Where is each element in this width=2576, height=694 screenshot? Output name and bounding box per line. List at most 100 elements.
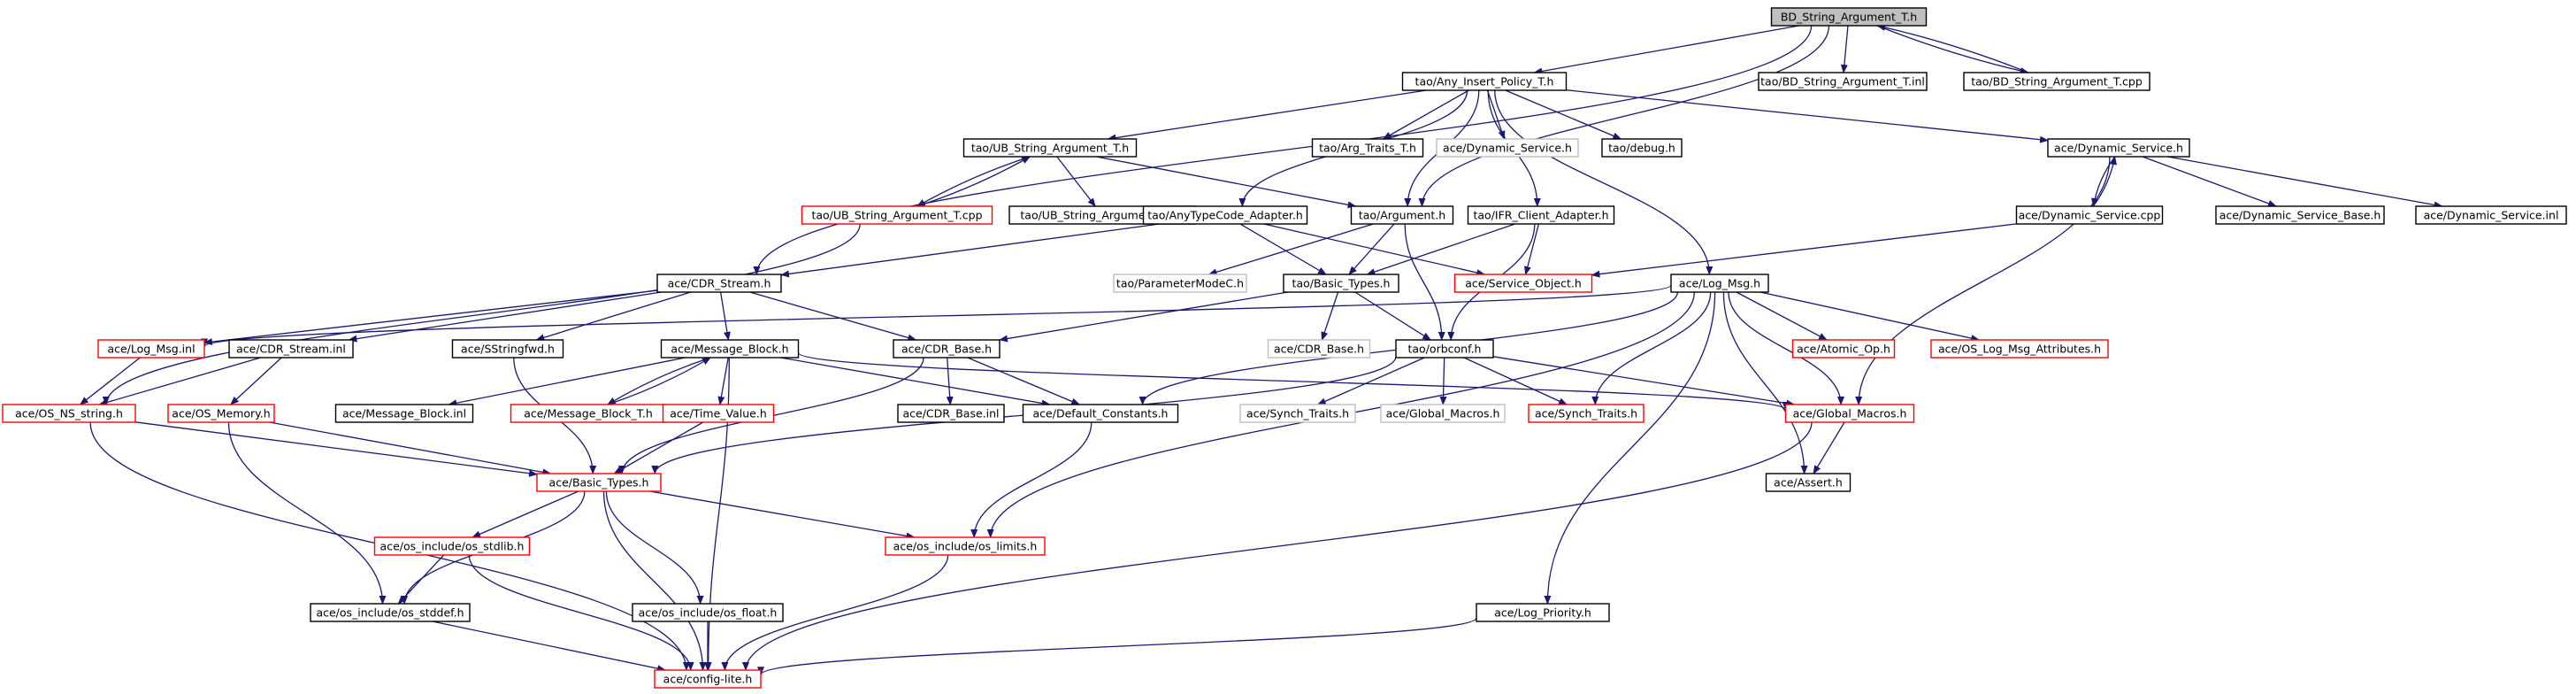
file-node-synchtrgray[interactable]: ace/Synch_Traits.h (1239, 404, 1356, 423)
node-box (1784, 404, 1915, 423)
file-node-cdrbasegray[interactable]: ace/CDR_Base.h (1267, 339, 1371, 359)
file-node-logprio[interactable]: ace/Log_Priority.h (1476, 603, 1610, 622)
file-node-config[interactable]: ace/config-lite.h (654, 669, 762, 689)
edge-stdlib-to-config (468, 554, 694, 671)
edge-line (348, 291, 662, 343)
file-node-assert[interactable]: ace/Assert.h (1765, 473, 1852, 492)
file-node-float[interactable]: ace/os_include/os_float.h (632, 603, 784, 622)
edge-logmsg-to-assert (1722, 291, 1808, 474)
file-node-dynsvcgray[interactable]: ace/Dynamic_Service.h (1436, 138, 1579, 158)
node-label: ace/Synch_Traits.h (1246, 407, 1349, 420)
node-box (654, 669, 762, 689)
edge-line (230, 357, 282, 405)
file-node-msgblockt[interactable]: ace/Message_Block_T.h (510, 404, 667, 423)
file-node-sstringfwd[interactable]: ace/SStringfwd.h (451, 339, 564, 359)
node-box (373, 536, 531, 556)
file-node-dynsvcbase[interactable]: ace/Dynamic_Service_Base.h (2215, 205, 2385, 225)
edge-line (98, 357, 261, 406)
file-node-cdrstreaminl[interactable]: ace/CDR_Stream.inl (228, 339, 354, 359)
node-label: ace/Synch_Traits.h (1535, 407, 1637, 420)
file-node-debug[interactable]: tao/debug.h (1601, 138, 1683, 158)
file-node-svcobj[interactable]: ace/Service_Object.h (1453, 274, 1593, 293)
file-node-anytc[interactable]: tao/AnyTypeCode_Adapter.h (1142, 205, 1308, 225)
node-label: ace/Basic_Types.h (549, 476, 649, 490)
edge-line (79, 357, 141, 405)
edge-msgblock-to-msgblockinl (448, 357, 686, 407)
file-node-osns[interactable]: ace/OS_NS_string.h (2, 404, 136, 423)
edge-acebasic-to-float (605, 490, 704, 605)
node-box (632, 603, 784, 622)
file-node-anyins[interactable]: tao/Any_Insert_Policy_T.h (1401, 72, 1568, 91)
file-node-ubh[interactable]: tao/UB_String_Argument_T.h (962, 138, 1138, 158)
file-node-ifr[interactable]: tao/IFR_Client_Adapter.h (1467, 205, 1615, 225)
file-node-ubcpp[interactable]: tao/UB_String_Argument_T.cpp (801, 205, 993, 225)
file-node-msgblockinl[interactable]: ace/Message_Block.inl (334, 404, 474, 423)
node-box (2215, 205, 2385, 225)
edge-ubh-to-argument (1096, 156, 1357, 209)
node-label: ace/CDR_Stream.h (668, 277, 771, 290)
edge-line (717, 357, 729, 405)
node-box (1963, 72, 2150, 91)
edge-line (1263, 223, 1486, 276)
edge-line (602, 490, 707, 671)
node-label: ace/Log_Priority.h (1494, 606, 1591, 620)
node-label: ace/os_include/os_stddef.h (316, 606, 464, 620)
file-node-taobasic[interactable]: tao/Basic_Types.h (1283, 274, 1399, 293)
node-label: ace/config-lite.h (663, 673, 753, 686)
file-node-bdcpp[interactable]: tao/BD_String_Argument_T.cpp (1963, 72, 2150, 91)
file-node-argument[interactable]: tao/Argument.h (1350, 205, 1454, 225)
edge-ubcpp-to-osns (102, 223, 861, 405)
file-node-osmem[interactable]: ace/OS_Memory.h (167, 404, 275, 423)
file-node-dynsvccpp[interactable]: ace/Dynamic_Service.cpp (2015, 205, 2164, 225)
file-node-synchtr[interactable]: ace/Synch_Traits.h (1528, 404, 1644, 423)
file-node-logmsginl[interactable]: ace/Log_Msg.inl (97, 339, 205, 359)
node-box (167, 404, 275, 423)
edge-osmem-to-acebasic (269, 421, 552, 476)
file-node-oslogattr[interactable]: ace/OS_Log_Msg_Attributes.h (1930, 339, 2109, 359)
file-node-msgblock[interactable]: ace/Message_Block.h (660, 339, 800, 359)
edge-line (2142, 156, 2277, 207)
edge-cdrbase-to-defconst (967, 357, 1081, 405)
file-node-atomic[interactable]: ace/Atomic_Op.h (1791, 339, 1896, 359)
edge-line (916, 156, 1031, 207)
node-box (451, 339, 564, 359)
node-label: tao/Arg_Traits_T.h (1319, 142, 1416, 155)
node-box (1758, 72, 1928, 91)
edge-taobasic-to-orbconf (1354, 291, 1432, 341)
file-node-limits[interactable]: ace/os_include/os_limits.h (885, 536, 1046, 556)
edge-logmsg-to-atomic (1736, 291, 1828, 341)
file-node-acebasic[interactable]: ace/Basic_Types.h (536, 473, 662, 492)
file-node-globalgray[interactable]: ace/Global_Macros.h (1380, 404, 1506, 423)
edge-line (1439, 357, 1447, 405)
node-box (1791, 339, 1896, 359)
edge-global-to-assert (1813, 421, 1845, 474)
file-node-dynsvcinl[interactable]: ace/Dynamic_Service.inl (2415, 205, 2567, 225)
edge-line (1876, 24, 2029, 73)
file-node-logmsg[interactable]: ace/Log_Msg.h (1670, 274, 1769, 293)
file-node-dynsvc[interactable]: ace/Dynamic_Service.h (2047, 138, 2190, 158)
edge-msgblock-to-timevalue (717, 357, 729, 405)
edge-line (797, 351, 1790, 411)
file-node-timevalue[interactable]: ace/Time_Value.h (662, 404, 775, 423)
node-label: ace/CDR_Stream.inl (236, 343, 346, 356)
file-node-defconst[interactable]: ace/Default_Constants.h (1022, 404, 1179, 423)
node-label: tao/BD_String_Argument_T.inl (1760, 75, 1925, 89)
file-node-stdlib[interactable]: ace/os_include/os_stdlib.h (373, 536, 531, 556)
file-node-stddef[interactable]: ace/os_include/os_stddef.h (310, 603, 471, 622)
edge-logprio-to-config (757, 617, 1477, 676)
file-node-cdrstream[interactable]: ace/CDR_Stream.h (656, 274, 782, 293)
file-node-cdrbaseinl[interactable]: ace/CDR_Base.inl (897, 404, 1005, 423)
edge-line (1404, 223, 1445, 341)
edge-cdrstream-to-sstringfwd (535, 291, 691, 342)
file-node-cdrbase[interactable]: ace/CDR_Base.h (893, 339, 1000, 359)
node-label: tao/BD_String_Argument_T.cpp (1971, 75, 2143, 89)
file-node-parammode[interactable]: tao/ParameterModeC.h (1113, 274, 1247, 293)
file-node-argtr[interactable]: tao/Arg_Traits_T.h (1311, 138, 1424, 158)
node-box (334, 404, 474, 423)
edge-line (719, 291, 731, 341)
file-node-bdinl[interactable]: tao/BD_String_Argument_T.inl (1758, 72, 1928, 91)
edge-dynsvccpp-to-svcobj (1591, 223, 2017, 278)
file-node-global[interactable]: ace/Global_Macros.h (1784, 404, 1915, 423)
edge-orbconf-to-global (1492, 356, 1796, 407)
file-node-orbconf[interactable]: tao/orbconf.h (1395, 339, 1494, 359)
